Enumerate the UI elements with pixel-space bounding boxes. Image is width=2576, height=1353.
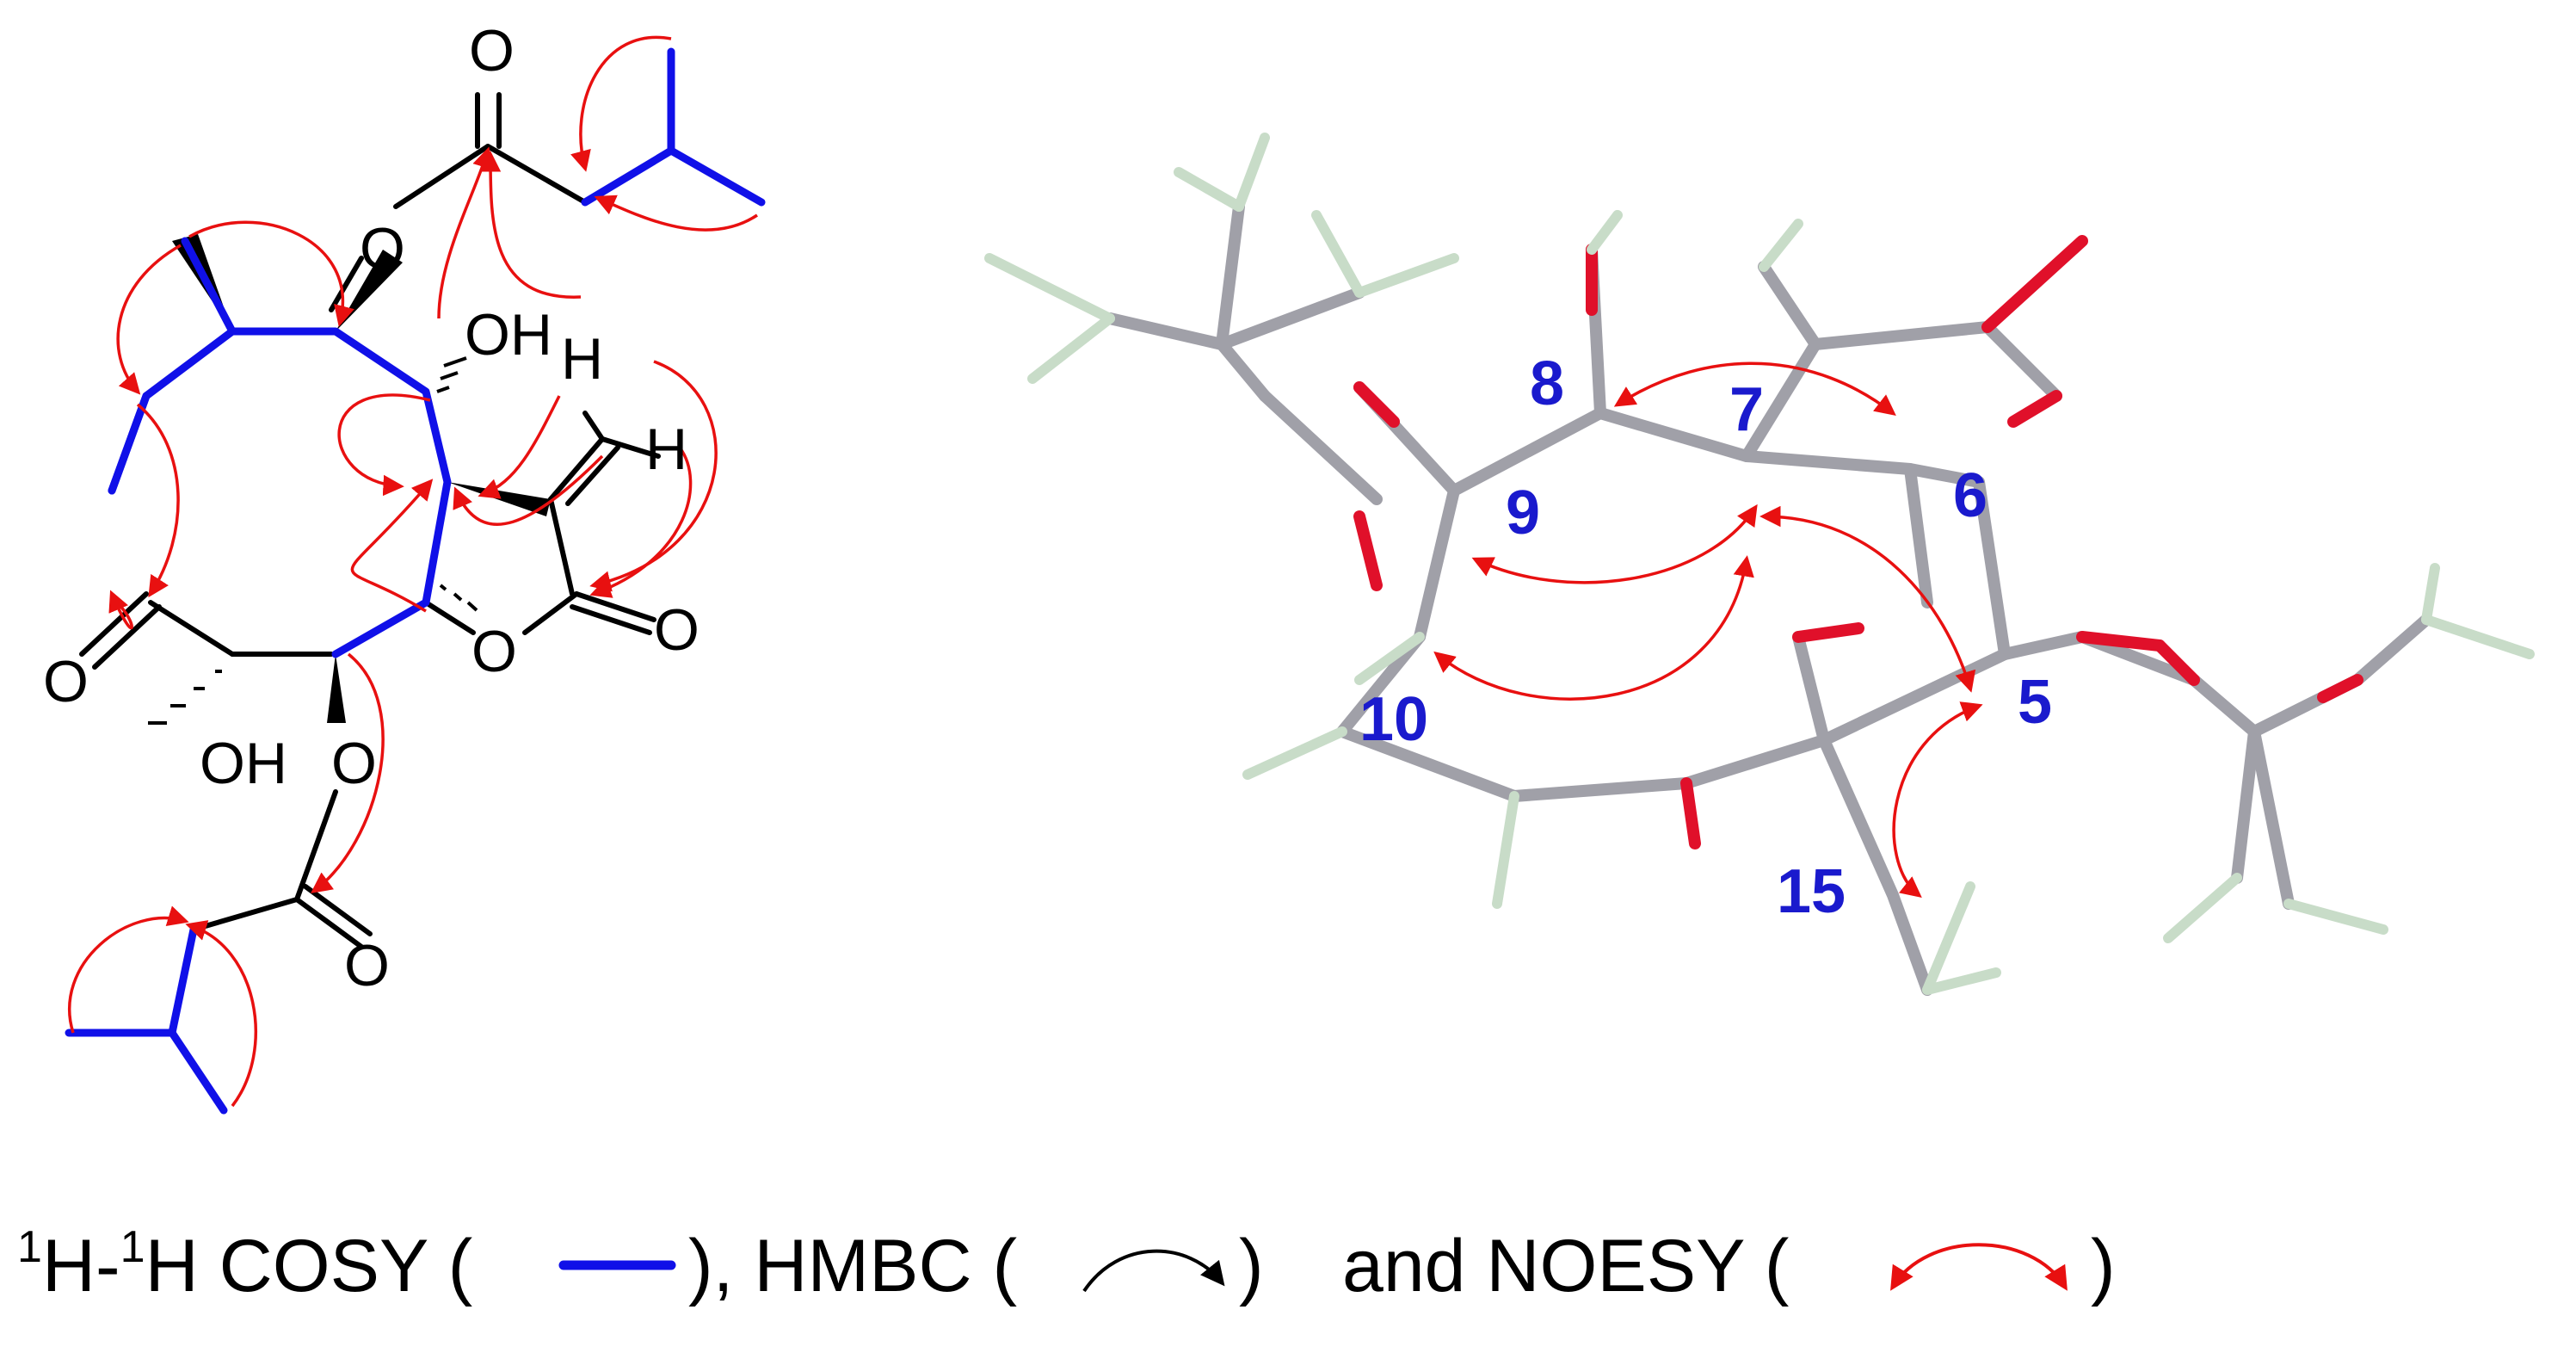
atom-label-h: H [645,417,687,482]
legend: 1H-1H COSY ( ), HMBC ( ) and NOESY ( ) [17,1222,2116,1307]
legend-noesy-text: and NOESY ( [1342,1225,1790,1307]
atom-number-6: 6 [1953,461,1987,530]
atom-label-o: O [654,597,699,663]
legend-hmbc-text: ), HMBC ( [688,1225,1018,1307]
atom-label-o: O [471,619,517,684]
carbon-bonds [1104,201,2432,996]
legend-cosy-text: 1H-1H COSY ( [17,1222,473,1307]
legend-noesy-swatch [1890,1243,2068,1291]
hashed-bonds [148,356,478,725]
legend-hmbc-swatch [1082,1249,1225,1293]
atom-labels: O O OH H H O O O OH O O [43,18,699,998]
atom-number-10: 10 [1359,685,1428,754]
atom-number-5: 5 [2018,668,2052,737]
atom-label-o: O [344,933,390,998]
black-bonds [79,92,661,949]
wedge-bond [447,482,551,516]
atom-number-9: 9 [1506,479,1540,547]
atom-number-8: 8 [1530,349,1564,418]
noesy-arrows [1433,361,1983,899]
atom-number-7: 7 [1729,375,1764,444]
atom-label-h: H [561,326,603,392]
atom-label-o: O [331,731,377,796]
atom-label-oh: OH [465,302,552,368]
atom-number-15: 15 [1777,857,1846,926]
atom-label-o: O [469,18,515,83]
structure-2d: O O OH H H O O O OH O O [43,18,766,1115]
atom-label-oh: OH [200,731,287,796]
legend-hmbc-close: ) [1239,1225,1264,1307]
cosy-bonds [65,47,766,1115]
atom-numbers: 8 7 9 6 10 5 15 [1359,349,2052,926]
hydrogen-bonds [984,133,2535,995]
wedge-bond [327,654,346,723]
legend-noesy-close: ) [2091,1225,2116,1307]
model-3d: 8 7 9 6 10 5 15 [984,133,2535,996]
atom-label-o: O [43,649,89,714]
atom-label-o: O [360,216,405,281]
hmbc-arrows [67,35,758,1108]
